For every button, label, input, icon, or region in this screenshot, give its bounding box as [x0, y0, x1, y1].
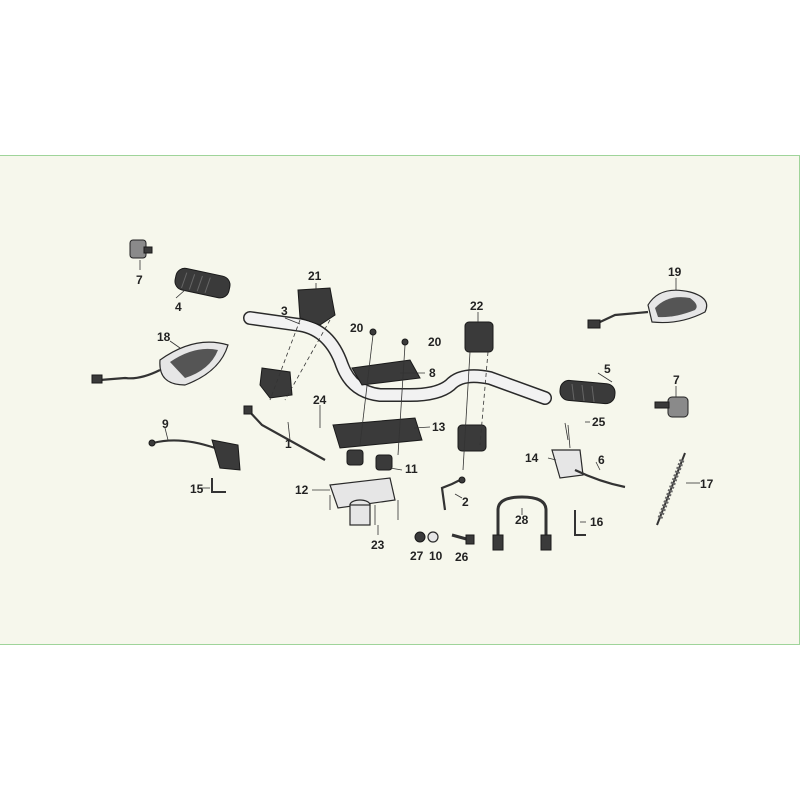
screw-25	[564, 422, 569, 441]
callout-16: 16	[590, 515, 604, 529]
callout-7-right: 7	[673, 373, 680, 387]
bolt-2	[440, 476, 466, 511]
leader-1	[287, 421, 291, 441]
right-mirror	[587, 289, 708, 329]
callout-7-left: 7	[136, 273, 143, 287]
u-bolt	[496, 495, 548, 548]
right-lever-pin	[574, 510, 586, 536]
callout-17: 17	[700, 477, 714, 491]
leader-9	[164, 427, 169, 441]
handlebar-tube	[243, 311, 552, 405]
callout-11: 11	[405, 462, 418, 476]
u-bolt-end-right	[540, 534, 552, 551]
right-bar-end-weight	[654, 396, 689, 418]
left-mirror	[91, 341, 229, 386]
callout-26: 26	[455, 550, 469, 564]
callout-28: 28	[515, 513, 529, 527]
callout-20-right: 20	[428, 335, 442, 349]
callout-1: 1	[285, 437, 292, 451]
left-lever-pin	[211, 478, 226, 493]
callout-3: 3	[281, 304, 288, 318]
right-switch-housing-upper	[464, 321, 494, 353]
leader-4	[175, 289, 186, 299]
callout-15: 15	[190, 482, 204, 496]
callout-24: 24	[313, 393, 327, 407]
callout-19: 19	[668, 265, 682, 279]
right-housing-alignment-line	[479, 351, 489, 446]
right-switch-housing-lower	[457, 424, 487, 452]
callout-23: 23	[371, 538, 385, 552]
panel-bottom-border	[0, 644, 800, 645]
rod-17	[656, 452, 686, 526]
washer-10	[427, 531, 439, 543]
handlebar-base-plate	[329, 477, 396, 526]
u-bolt-end-left	[492, 534, 504, 551]
throttle-cable	[243, 405, 326, 461]
leader-11	[389, 467, 403, 471]
panel-top-border	[0, 155, 800, 156]
leader-5	[597, 372, 613, 383]
left-housing-alignment-line-2	[284, 319, 331, 401]
holder-bolt-left	[359, 334, 374, 446]
callout-5: 5	[604, 362, 611, 376]
leader-2	[454, 493, 463, 499]
callout-8: 8	[429, 366, 436, 380]
callout-25: 25	[592, 415, 606, 429]
callout-12: 12	[295, 483, 309, 497]
leader-3	[284, 317, 301, 325]
callout-21: 21	[308, 269, 322, 283]
right-grip	[559, 379, 616, 405]
callout-4: 4	[175, 300, 182, 314]
callout-10: 10	[429, 549, 443, 563]
left-lever-assembly	[148, 439, 241, 471]
callout-18: 18	[157, 330, 171, 344]
leader-6	[595, 461, 601, 471]
leader-18	[169, 340, 181, 349]
lower-handlebar-holder	[332, 417, 423, 449]
lever-screw	[567, 424, 571, 449]
callout-14: 14	[525, 451, 539, 465]
right-lever-assembly	[551, 449, 626, 489]
bolt-head-right	[401, 338, 409, 346]
rubber-damper-left	[346, 449, 364, 466]
left-switch-housing-lower	[259, 367, 293, 399]
callout-20-left: 20	[350, 321, 364, 335]
left-housing-alignment-line	[269, 319, 301, 401]
nut-27	[414, 531, 426, 543]
callout-9: 9	[162, 417, 169, 431]
left-grip	[174, 267, 231, 299]
leader-14	[547, 457, 557, 461]
bolt-26	[451, 533, 475, 545]
callout-6: 6	[598, 453, 605, 467]
callout-2: 2	[462, 495, 469, 509]
left-switch-housing-upper	[297, 287, 336, 326]
callout-27: 27	[410, 549, 424, 563]
holder-bolt-right	[397, 344, 406, 456]
left-bar-end-weight	[129, 239, 153, 259]
leader-13	[413, 426, 431, 429]
callout-22: 22	[470, 299, 484, 313]
bolt-head-left	[369, 328, 377, 336]
upper-handlebar-holder	[351, 359, 421, 386]
rubber-damper-right	[375, 454, 393, 471]
callout-13: 13	[432, 420, 446, 434]
right-housing-cable	[462, 351, 471, 471]
